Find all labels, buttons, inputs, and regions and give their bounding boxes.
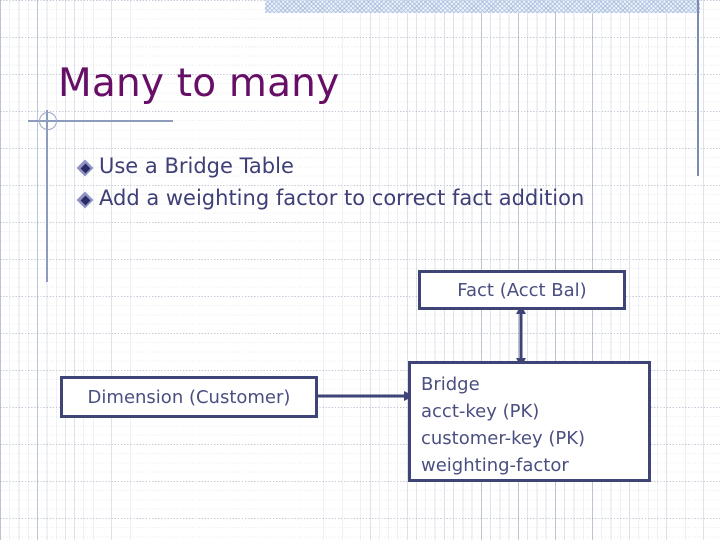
page-title: Many to many	[58, 61, 340, 106]
connector-dimension-to-bridge-icon	[316, 391, 414, 401]
diagram-box-dimension-label: Dimension (Customer)	[87, 386, 291, 408]
title-underline-rule	[28, 120, 173, 122]
bridge-field-customer-key: customer-key (PK)	[421, 428, 586, 449]
decorative-circle-icon	[39, 112, 57, 130]
bridge-field-weighting-factor: weighting-factor	[421, 455, 569, 476]
right-vertical-rule	[697, 0, 699, 176]
top-decorative-band	[265, 0, 700, 13]
diamond-bullet-icon	[78, 184, 95, 214]
list-item-label: Use a Bridge Table	[99, 154, 294, 178]
list-item-label: Add a weighting factor to correct fact a…	[99, 186, 585, 210]
list-item: Add a weighting factor to correct fact a…	[78, 184, 678, 214]
diagram-box-fact: Fact (Acct Bal)	[418, 270, 626, 310]
bridge-table-name: Bridge	[421, 374, 480, 395]
bullet-list: Use a Bridge Table Add a weighting facto…	[78, 152, 678, 216]
left-vertical-rule	[46, 110, 48, 282]
diagram-box-fact-label: Fact (Acct Bal)	[457, 279, 587, 301]
connector-fact-to-bridge-icon	[516, 305, 526, 367]
bridge-field-acct-key: acct-key (PK)	[421, 401, 540, 422]
diamond-bullet-icon	[78, 152, 95, 182]
list-item: Use a Bridge Table	[78, 152, 678, 182]
diagram-box-bridge: Bridge acct-key (PK) customer-key (PK) w…	[408, 361, 651, 482]
diagram-box-dimension: Dimension (Customer)	[60, 376, 318, 418]
